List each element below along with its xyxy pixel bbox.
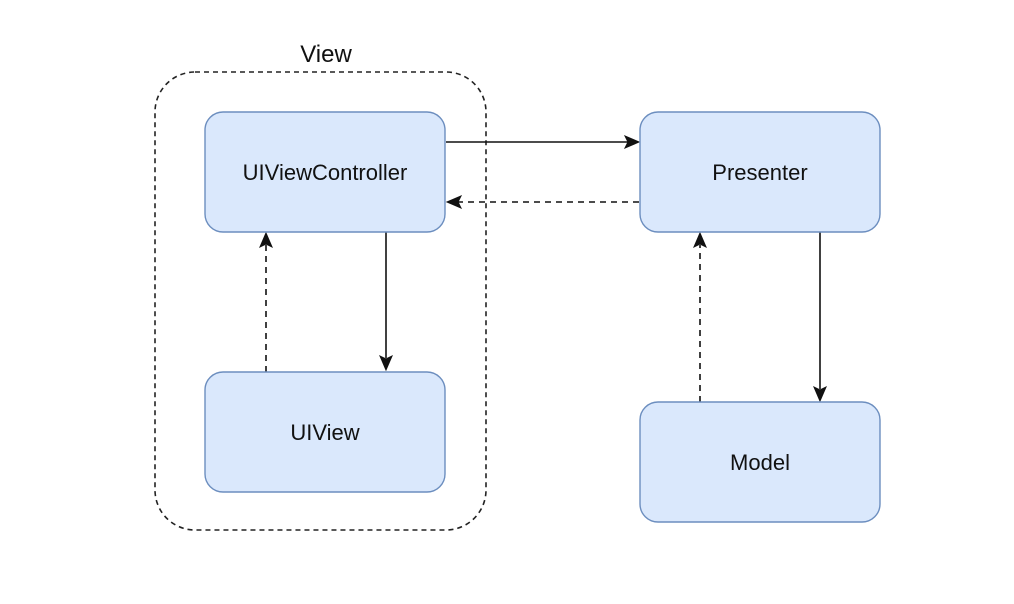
node-label: Presenter	[712, 160, 807, 185]
arrowhead	[445, 195, 463, 209]
view-group-label: View	[300, 41, 352, 68]
edge-presenter-to-viewcontroller	[445, 195, 639, 209]
node-label: UIView	[290, 420, 359, 445]
view-group: View	[154, 41, 487, 531]
node-label: Model	[730, 450, 790, 475]
node-model[interactable]: Model	[639, 401, 881, 523]
edge-viewcontroller-to-presenter	[446, 135, 641, 149]
edge-viewcontroller-to-uiview	[379, 232, 393, 372]
arrowhead	[693, 231, 707, 249]
node-label: UIViewController	[243, 160, 408, 185]
node-box	[204, 111, 446, 233]
node-uiviewcontroller[interactable]: UIViewController	[204, 111, 446, 233]
node-presenter[interactable]: Presenter	[639, 111, 881, 233]
arrowhead	[379, 354, 393, 372]
node-box	[204, 371, 446, 493]
arrowhead	[623, 135, 641, 149]
edge-model-to-presenter	[693, 231, 707, 402]
node-uiview[interactable]: UIView	[204, 371, 446, 493]
edges	[259, 135, 827, 403]
arrowhead	[259, 231, 273, 249]
node-box	[639, 111, 881, 233]
edge-presenter-to-model	[813, 232, 827, 403]
arrowhead	[813, 385, 827, 403]
edge-uiview-to-viewcontroller	[259, 231, 273, 372]
node-box	[639, 401, 881, 523]
